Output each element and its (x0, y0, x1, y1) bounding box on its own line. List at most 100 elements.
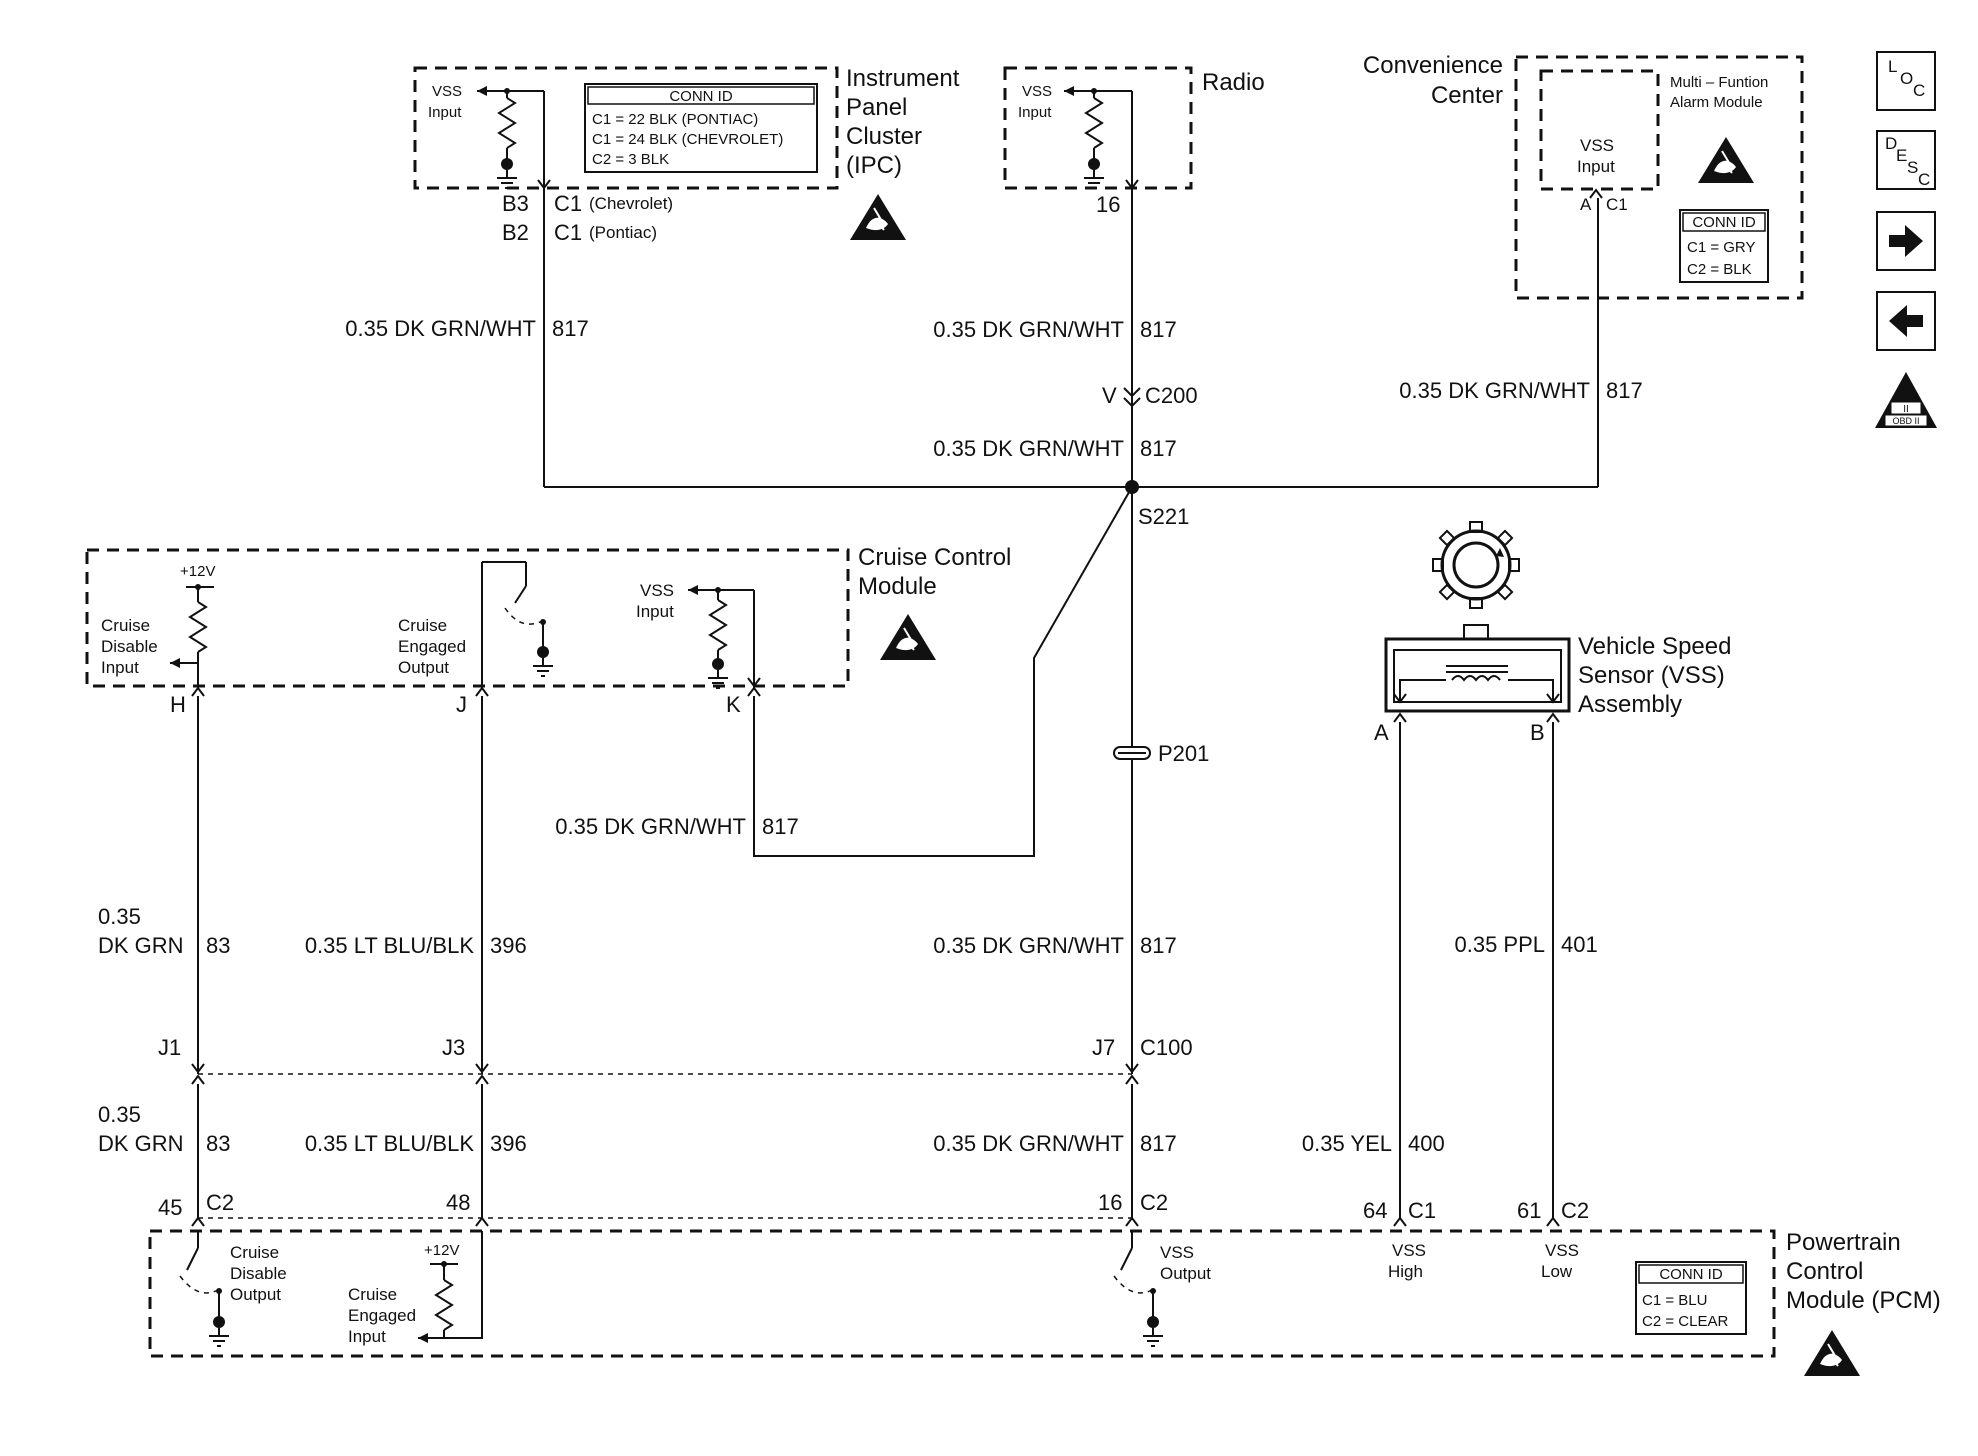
esd-warning-icon (879, 613, 937, 661)
pcm-box (148, 1229, 1776, 1358)
vss-input-box (1539, 69, 1660, 191)
engaged-input-label: Input (348, 1327, 386, 1346)
vss-low-label: Low (1541, 1262, 1573, 1281)
desc-letter: E (1896, 146, 1907, 165)
wire-label: 0.35 LT BLU/BLK (305, 1131, 475, 1156)
wire-label: 0.35 DK GRN/WHT (933, 1131, 1124, 1156)
pcm-name: Control (1786, 1258, 1863, 1285)
ground-icon (1083, 169, 1105, 189)
desc-letter: S (1907, 158, 1918, 177)
loc-letter: L (1888, 57, 1897, 76)
vss-high-label: VSS (1392, 1241, 1426, 1260)
pcm-conn-row: C1 = BLU (1642, 1292, 1707, 1309)
arrow-left-icon (1889, 305, 1923, 337)
pcm-name: Module (PCM) (1786, 1287, 1941, 1314)
pin-48: 48 (446, 1190, 470, 1215)
circuit-number: 817 (1140, 317, 1177, 342)
circuit-number: 817 (1140, 1131, 1177, 1156)
convenience-name: Center (1431, 82, 1503, 109)
wire-label: 0.35 (98, 1102, 141, 1127)
pcm-conn-title: CONN ID (1659, 1266, 1723, 1283)
ipc-conn-row: C1 = 22 BLK (PONTIAC) (592, 111, 758, 128)
pin-note: (Chevrolet) (589, 194, 673, 213)
pin-a: A (1374, 720, 1389, 745)
pin-c2: C2 (1140, 1190, 1168, 1215)
wire-label: 0.35 DK GRN/WHT (1399, 378, 1590, 403)
pin-45: 45 (158, 1195, 182, 1220)
disable-output-label: Cruise (230, 1243, 279, 1262)
switch-icon (186, 1247, 199, 1271)
wire-label: 0.35 DK GRN/WHT (933, 436, 1124, 461)
ipc-name: Instrument (846, 65, 960, 92)
esd-warning-icon (1697, 136, 1755, 184)
cruise-name: Module (858, 573, 937, 600)
cruise-disable-label: Disable (101, 637, 158, 656)
next-page-button[interactable] (1876, 211, 1936, 271)
circuit-number: 396 (490, 1131, 527, 1156)
vss-name: Sensor (VSS) (1578, 662, 1725, 689)
prev-page-button[interactable] (1876, 291, 1936, 351)
pcm-module: Cruise Disable Output +12V Cruise Engage… (148, 1229, 1941, 1377)
ground-icon (496, 169, 518, 189)
cruise-name: Cruise Control (858, 544, 1011, 571)
esd-warning-icon (1803, 1329, 1861, 1377)
connector-c200 (1123, 387, 1141, 408)
pin-c2: C2 (206, 1190, 234, 1215)
radio-vss-label-1: VSS (1022, 83, 1052, 100)
pin-j1: J1 (158, 1035, 181, 1060)
desc-button[interactable]: D E S C (1876, 130, 1936, 190)
pcm-name: Powertrain (1786, 1229, 1901, 1256)
cruise-box (85, 548, 850, 688)
circuit-number: 817 (1606, 378, 1643, 403)
module-name: Multi – Funtion (1670, 74, 1768, 91)
vss-output-label: Output (1160, 1264, 1211, 1283)
conv-conn-title: CONN ID (1692, 214, 1756, 231)
ipc-module: VSS Input CONN ID C1 = 22 BLK (PONTIAC) … (413, 65, 960, 241)
pin-64: 64 (1363, 1198, 1387, 1223)
pin-c2: C2 (1561, 1198, 1589, 1223)
vss-high-label: High (1388, 1262, 1423, 1281)
pin-16: 16 (1096, 192, 1120, 217)
vss-name: Vehicle Speed (1578, 633, 1731, 660)
cruise-vss-label: VSS (640, 581, 674, 600)
circuit-number: 817 (1140, 933, 1177, 958)
circuit-number: 817 (552, 316, 589, 341)
obd-roman: II (1903, 404, 1909, 415)
engaged-input-label: Cruise (348, 1285, 397, 1304)
obd-ii-icon[interactable]: II OBD II (1875, 372, 1937, 428)
circuit-number: 817 (1140, 436, 1177, 461)
ipc-conn-title: CONN ID (669, 88, 733, 105)
ipc-name: Panel (846, 94, 907, 121)
pin-b2: B2 (502, 220, 529, 245)
resistor-icon (709, 599, 727, 651)
engaged-input-label: Engaged (348, 1306, 416, 1325)
loc-button[interactable]: L O C (1876, 51, 1936, 111)
pin-61: 61 (1517, 1198, 1541, 1223)
pin-j3: J3 (442, 1035, 465, 1060)
cruise-disable-label: Cruise (101, 616, 150, 635)
wire-label: DK GRN (98, 1131, 184, 1156)
conv-conn-table: CONN ID C1 = GRY C2 = BLK (1679, 209, 1769, 283)
circuit-number: 401 (1561, 932, 1598, 957)
wire-label: 0.35 DK GRN/WHT (933, 933, 1124, 958)
circuit-number: 817 (762, 814, 799, 839)
disable-output-label: Output (230, 1285, 281, 1304)
pin-a: A (1580, 195, 1592, 214)
module-name: Alarm Module (1670, 94, 1763, 111)
convenience-name: Convenience (1363, 52, 1503, 79)
pin-c1: C1 (1606, 195, 1628, 214)
pin-h: H (170, 692, 186, 717)
plus12v-label: +12V (180, 563, 215, 580)
convenience-center: VSS Input Multi – Funtion Alarm Module C… (1363, 52, 1804, 300)
pin-j7: J7 (1092, 1035, 1115, 1060)
splice-pack-p201-label: P201 (1158, 741, 1209, 766)
conv-vss-label: VSS (1580, 136, 1614, 155)
wire-817-cruise (753, 486, 1133, 857)
wire-label: 0.35 DK GRN/WHT (933, 317, 1124, 342)
desc-letter: D (1885, 134, 1897, 153)
ipc-name: Cluster (846, 123, 922, 150)
engaged-output-label: Engaged (398, 637, 466, 656)
engaged-output-label: Cruise (398, 616, 447, 635)
wire-label: 0.35 (98, 904, 141, 929)
convenience-box (1514, 55, 1804, 300)
